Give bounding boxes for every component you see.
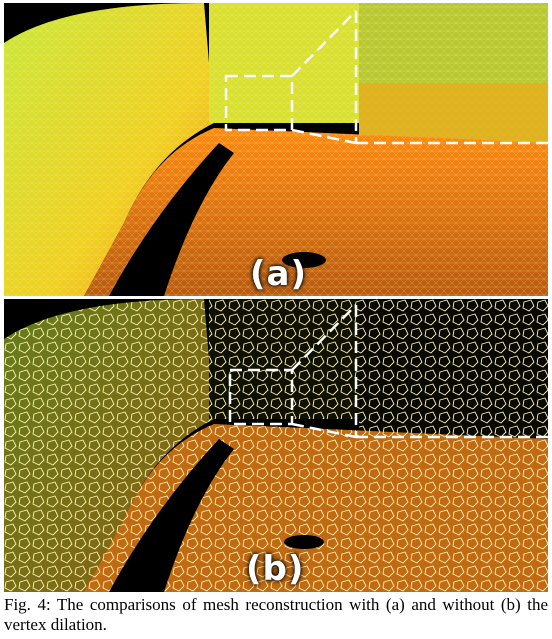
panel-b-label: (b): [246, 549, 305, 589]
figure-caption: Fig. 4: The comparisons of mesh reconstr…: [4, 595, 548, 634]
panel-a-label: (a): [250, 254, 308, 294]
panel-a-render: [4, 3, 548, 296]
zoom-highlight: [228, 304, 548, 439]
path-gap: [109, 143, 234, 296]
path-gap: [109, 439, 234, 592]
panel-a-mesh-with-dilation: (a): [4, 3, 548, 296]
panel-b-render: [4, 299, 548, 592]
panel-b-mesh-without-dilation: (b): [4, 299, 548, 592]
zoom-highlight: [224, 10, 548, 145]
